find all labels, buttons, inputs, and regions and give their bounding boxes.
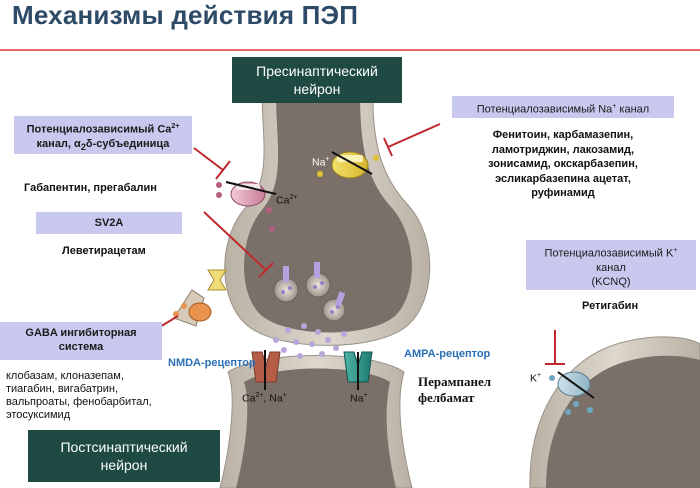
nmda-ion-label: Ca2+, Na+ [242,392,287,405]
ca-drugs: Габапентин, прегабалин [24,182,157,194]
synaptic-vesicles [273,262,346,322]
na-drug-line: Фенитоин, карбамазепин, [492,129,634,141]
postsynaptic-line1: Постсинаптический [60,439,188,455]
nmda-label: NMDA-рецептор [168,357,256,369]
ca-ion-sup: 2+ [289,194,298,201]
k-ion-text: K [530,372,538,385]
gaba-drug-line: клобазам, клоназепам, [6,370,124,382]
gaba-drug-line: вальпроаты, фенобарбитал, [6,396,152,408]
na-ion-text: Na [312,156,326,169]
ca-line1-sup: 2+ [171,123,180,130]
postsynaptic-line2: нейрон [100,457,148,473]
gaba-transporter [173,289,212,327]
postsynaptic-cytoplasm [236,368,396,488]
na-drug-line: ламотриджин, лакозамид, [491,143,635,156]
gaba-drug-line: тиагабин, вигабатрин, [6,383,119,395]
postsynaptic-label: Постсинаптический нейрон [28,430,220,482]
na-drug-line: эсликарбазепина ацетат, [495,172,631,185]
k-ion-sup: + [537,372,542,379]
ca-sub: 2 [80,141,86,152]
ampa-receptor [343,351,373,390]
ampa-drugs: Перампанел фелбамат [418,374,491,406]
ca-alpha: α [74,137,81,150]
sv2a-marker [207,269,227,291]
sv2a-box: SV2A [36,212,182,234]
gaba-box: GABA ингибиторная система [0,322,162,360]
ca-line2-post: δ-субъединица [85,137,170,150]
ampa-ion-label: Na+ [350,392,368,405]
inhibit-sv2a [203,211,274,278]
na-label-sup: + [612,103,617,110]
ampa-ion-text: Na [350,392,364,405]
gaba-line1: GABA ингибиторная [25,327,137,339]
na-drug-line: зонисамид, окскарбазепин, [488,158,638,170]
na-drug-line: руфинамид [531,187,595,199]
ampa-label: AMPA-рецептор [404,348,491,360]
ca-line1: Потенциалозависимый Ca [26,123,172,136]
ca-line2-pre: канал, [36,137,75,150]
nmda-ion-post: , Na [263,392,283,405]
na-ion-sup: + [325,156,330,163]
title-divider [0,49,700,51]
k-channel-box: Потенциалозависимый K+ канал (KCNQ) [526,240,696,290]
gaba-line2: система [58,341,104,353]
ca-channel-box: Потенциалозависимый Ca2+ канал, α2δ-субъ… [14,116,192,154]
na-label-post: канал [616,103,650,116]
na-channel-box: Потенциалозависимый Na+ канал [452,96,674,118]
ca-channel [216,181,277,232]
k-line2: канал [596,261,626,274]
na-label-pre: Потенциалозависимый Na [476,103,613,116]
nmda-ion-sup2: + [282,392,287,399]
gaba-drugs: клобазам, клоназепам, тиагабин, вигабатр… [6,370,152,422]
page-title: Механизмы действия ПЭП [12,0,359,30]
k-line1: Потенциалозависимый K [544,247,674,260]
ampa-drug-line: фелбамат [418,390,475,405]
k-ion-label: K+ [530,372,541,385]
inhibit-k [545,330,565,365]
gaba-drug-line: этосуксимид [6,409,71,421]
k-channel [549,371,595,415]
presynaptic-line1: Пресинаптический [256,63,378,79]
neurotransmitter-dots [273,323,347,359]
nmda-ion-sup: 2+ [255,392,264,399]
ca-ion-text: Ca [276,194,290,207]
nmda-ion-text: Ca [242,392,256,405]
k-line1-sup: + [673,247,678,254]
na-ion-label: Na+ [312,156,330,169]
nmda-receptor [251,350,281,390]
na-drugs: Фенитоин, карбамазепин, ламотриджин, лак… [452,128,674,201]
sv2a-drugs: Леветирацетам [62,245,146,257]
ca-ion-label: Ca2+ [276,194,297,207]
inhibit-ca [193,147,231,180]
ampa-drug-line: Перампанел [418,374,492,389]
k-line3: (KCNQ) [591,275,631,288]
na-channel [317,151,379,179]
presynaptic-line2: нейрон [293,81,341,97]
ampa-ion-sup: + [363,392,368,399]
inhibit-na [383,123,441,157]
presynaptic-label: Пресинаптический нейрон [232,57,402,103]
k-drugs: Ретигабин [582,300,639,312]
